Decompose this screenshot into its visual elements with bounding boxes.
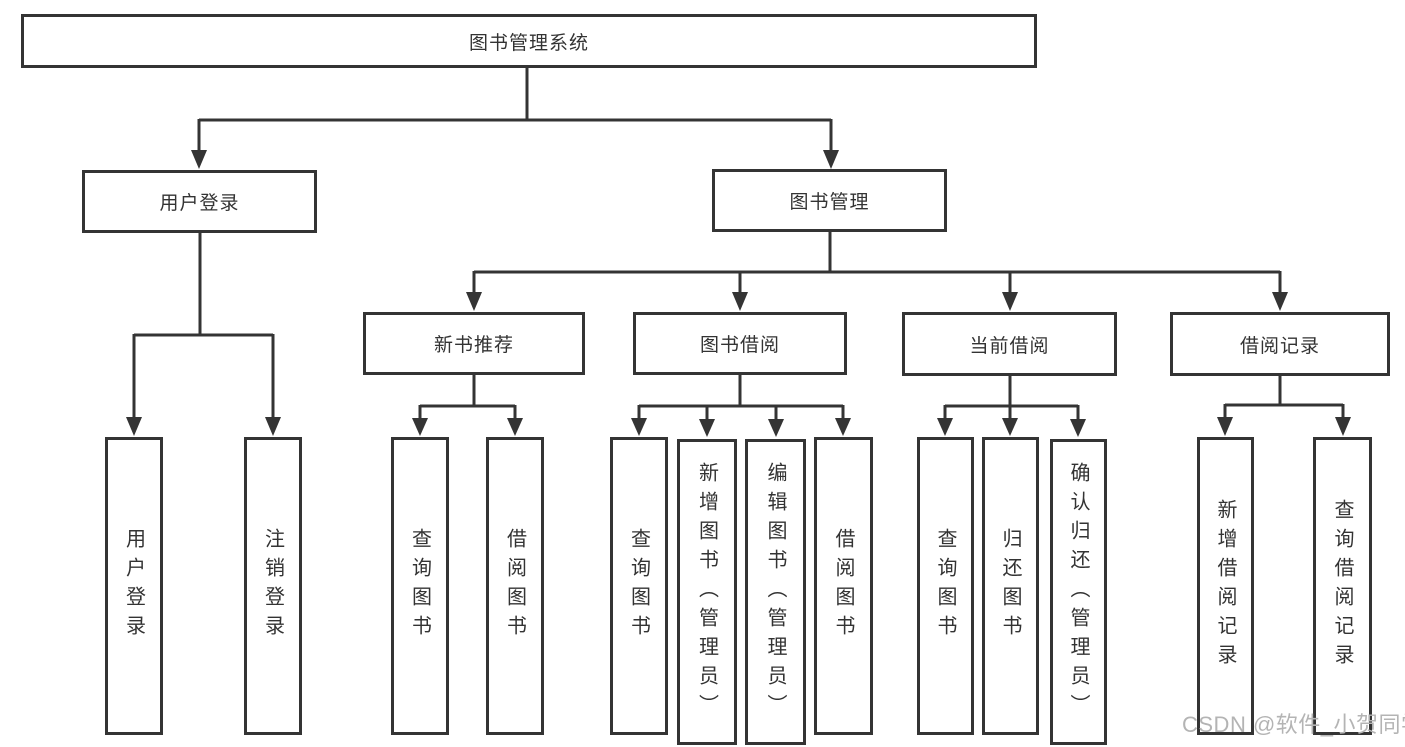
connector-new-book-rec bbox=[412, 375, 523, 436]
node-current-borrow: 当前借阅 bbox=[902, 312, 1117, 376]
connector-current-borrow bbox=[937, 376, 1086, 437]
node-borrow-records: 借阅记录 bbox=[1170, 312, 1390, 376]
leaf-confirm-return-admin: 确认归还（管理员） bbox=[1050, 439, 1107, 745]
leaf-borrow-book-rec: 借阅图书 bbox=[486, 437, 544, 735]
node-user-login: 用户登录 bbox=[82, 170, 317, 233]
connector-book-mgmt bbox=[466, 232, 1288, 311]
leaf-query-borrow-record: 查询借阅记录 bbox=[1313, 437, 1372, 735]
leaf-return-book: 归还图书 bbox=[982, 437, 1039, 735]
leaf-borrow-book: 借阅图书 bbox=[814, 437, 873, 735]
leaf-query-book-rec: 查询图书 bbox=[391, 437, 449, 735]
node-book-mgmt: 图书管理 bbox=[712, 169, 947, 232]
node-root: 图书管理系统 bbox=[21, 14, 1037, 68]
leaf-user-login: 用户登录 bbox=[105, 437, 163, 735]
connector-root bbox=[191, 68, 839, 169]
node-new-book-rec: 新书推荐 bbox=[363, 312, 585, 375]
leaf-query-book-current: 查询图书 bbox=[917, 437, 974, 735]
watermark-text: CSDN @软件_小贺同学 bbox=[1182, 712, 1405, 737]
leaf-add-book-admin: 新增图书（管理员） bbox=[677, 439, 737, 745]
connector-user-login bbox=[126, 233, 281, 436]
leaf-add-borrow-record: 新增借阅记录 bbox=[1197, 437, 1254, 735]
leaf-query-book-borrow: 查询图书 bbox=[610, 437, 668, 735]
connector-borrow-records bbox=[1217, 376, 1351, 436]
connector-book-borrow bbox=[631, 375, 851, 437]
leaf-logout: 注销登录 bbox=[244, 437, 302, 735]
node-book-borrow: 图书借阅 bbox=[633, 312, 847, 375]
leaf-edit-book-admin: 编辑图书（管理员） bbox=[745, 439, 806, 745]
